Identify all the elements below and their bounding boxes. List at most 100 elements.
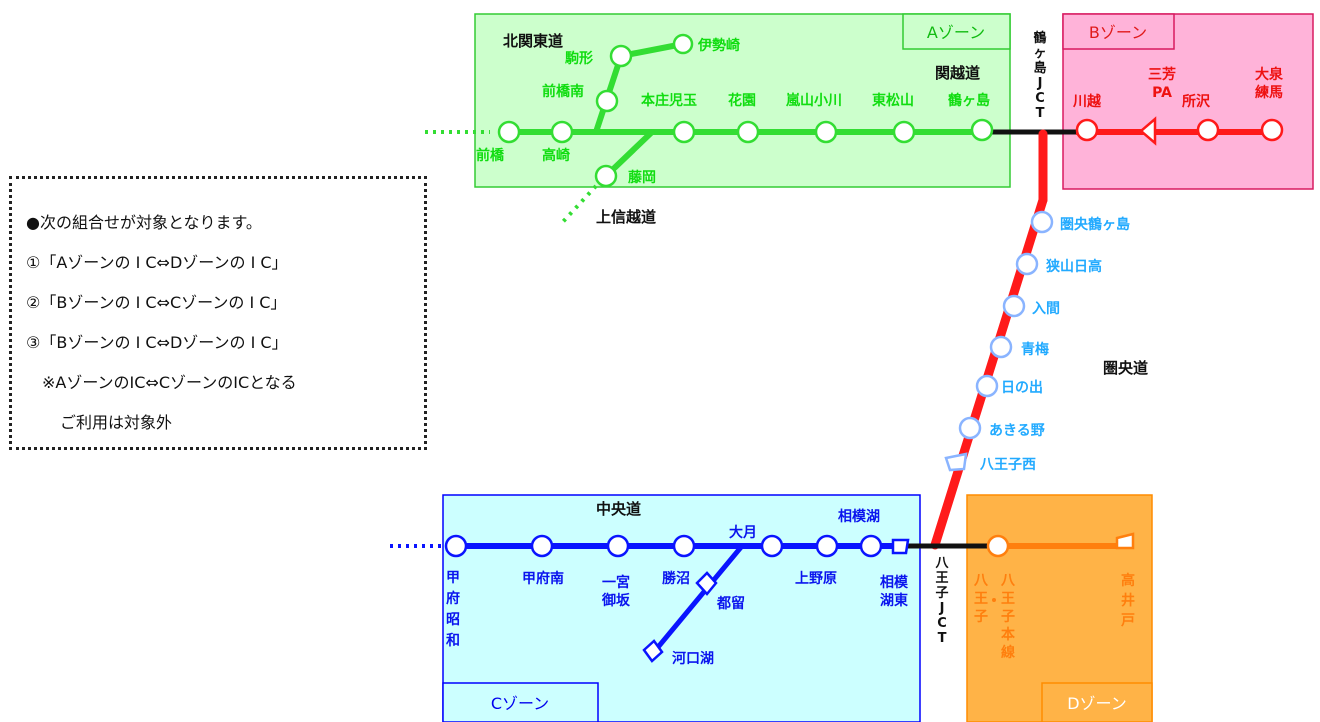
ic-ome-marker[interactable]: [989, 335, 1013, 359]
road-label-joshinetsu: 上信越道: [596, 208, 656, 226]
ic-oizumi-marker[interactable]: [1260, 118, 1284, 142]
zone-c-label: Cゾーン: [491, 694, 549, 713]
ic-maebashi-marker[interactable]: [497, 120, 521, 144]
label-takasaki: 高崎: [542, 147, 570, 164]
label-sagamiko-higashi: 相模湖東: [880, 574, 909, 609]
notes-item-2: ②「Bゾーンの I C⇔Cゾーンの I C」: [26, 293, 287, 312]
ic-sagamiko-higashi-marker[interactable]: [891, 538, 910, 555]
label-kofu-minami: 甲府南: [522, 570, 564, 587]
zone-b-label-box: [1062, 13, 1175, 50]
label-uenohara: 上野原: [795, 571, 837, 587]
notes-item-3: ③「Bゾーンの I C⇔Dゾーンの I C」: [26, 333, 288, 352]
ic-fujioka-marker[interactable]: [594, 164, 618, 188]
ic-markers-green: [497, 33, 994, 188]
ic-iruma-marker[interactable]: [1002, 294, 1026, 318]
ic-tsuru-marker[interactable]: [695, 571, 718, 596]
label-kenou-tsurugashima: 圏央鶴ヶ島: [1060, 216, 1130, 233]
ic-sayama-hidaka-marker[interactable]: [1015, 252, 1039, 276]
ic-takasaki-marker[interactable]: [550, 120, 574, 144]
ic-hinode-marker[interactable]: [975, 374, 999, 398]
label-otsuki: 大月: [729, 524, 757, 541]
road-label-kanetsu: 関越道: [935, 64, 980, 82]
label-komagata: 駒形: [565, 50, 593, 67]
notes-title: ●次の組合せが対象となります。: [26, 213, 262, 232]
ic-hachioji-nishi-marker[interactable]: [944, 452, 968, 472]
road-label-chuo: 中央道: [596, 500, 641, 518]
ic-takaido-marker[interactable]: [1115, 532, 1135, 550]
label-ome: 青梅: [1021, 341, 1049, 358]
road-label-kita-kanto: 北関東道: [503, 32, 563, 50]
ic-miyoshi-pa-marker[interactable]: [1139, 116, 1157, 146]
ic-tsurugashima-marker[interactable]: [970, 118, 994, 142]
label-maebashi: 前橋: [476, 147, 505, 164]
label-hachioji: 八王子: [973, 573, 989, 625]
ic-kawaguchiko-marker[interactable]: [642, 639, 664, 663]
label-takaido: 高井戸: [1121, 572, 1135, 629]
zone-a-label: Aゾーン: [927, 23, 985, 42]
fujigoko-road: [652, 544, 744, 654]
ic-tokorozawa-marker[interactable]: [1196, 118, 1220, 142]
label-kofu-showa: 甲府昭和: [446, 570, 460, 649]
notes-item-1: ①「Aゾーンの I C⇔Dゾーンの I C」: [26, 253, 288, 272]
label-iruma: 入間: [1032, 301, 1060, 317]
ic-otsuki-marker[interactable]: [760, 534, 784, 558]
separator-dot: [992, 598, 996, 602]
label-hachioji-honsen: 八王子本線: [1000, 573, 1016, 661]
label-maebashi-minami: 前橋南: [542, 83, 584, 100]
label-sayama-hidaka: 狭山日高: [1045, 258, 1102, 275]
ic-markers-orange: [986, 532, 1135, 558]
label-sagamiko: 相模湖: [838, 508, 880, 525]
ic-markers-blue: [444, 534, 910, 663]
label-tokorozawa: 所沢: [1182, 93, 1211, 110]
ic-akiruno-marker[interactable]: [958, 416, 982, 440]
label-kawagoe: 川越: [1072, 93, 1102, 110]
ic-komagata-marker[interactable]: [609, 44, 633, 68]
ic-uenohara-marker[interactable]: [815, 534, 839, 558]
label-fujioka: 藤岡: [628, 169, 656, 186]
ic-kenou-tsurugashima-marker[interactable]: [1030, 210, 1054, 234]
ic-honjo-kodama-marker[interactable]: [672, 120, 696, 144]
zone-b-area: [1062, 13, 1314, 190]
ic-maebashi-minami-marker[interactable]: [595, 89, 619, 113]
ic-katsunuma-marker[interactable]: [672, 534, 696, 558]
label-katsunuma: 勝沼: [662, 570, 690, 587]
zone-d-label-box: [1041, 682, 1153, 722]
label-hinode: 日の出: [1001, 379, 1043, 396]
ic-higashi-matsuyama-marker[interactable]: [892, 120, 916, 144]
ic-kawagoe-marker[interactable]: [1075, 118, 1099, 142]
label-ichinomiya-misaka: 一宮御坂: [601, 574, 631, 609]
ic-markers-cyan: [944, 210, 1054, 472]
ic-sagamiko-marker[interactable]: [859, 534, 883, 558]
label-ranzan-ogawa: 嵐山小川: [785, 93, 842, 109]
notes-exclusion-1: ※AゾーンのIC⇔CゾーンのICとなる: [42, 373, 297, 392]
label-tsurugashima: 鶴ヶ島: [948, 92, 990, 109]
label-tsuru: 都留: [716, 595, 745, 612]
label-hachioji-nishi: 八王子西: [979, 457, 1036, 473]
ic-ranzan-ogawa-marker[interactable]: [814, 120, 838, 144]
label-kawaguchiko: 河口湖: [672, 650, 714, 667]
zone-c-label-box: [442, 682, 599, 722]
label-akiruno: あきる野: [989, 423, 1045, 439]
notes-box: ●次の組合せが対象となります。 ①「Aゾーンの I C⇔Dゾーンの I C」 ②…: [9, 176, 427, 450]
ic-kofu-minami-marker[interactable]: [530, 534, 554, 558]
notes-exclusion-2: ご利用は対象外: [60, 413, 173, 432]
label-oizumi-nerima: 大泉練馬: [1255, 66, 1284, 101]
ic-isesaki-marker[interactable]: [672, 33, 694, 55]
ic-markers-red: [1075, 116, 1284, 146]
road-label-kenodo: 圏央道: [1103, 359, 1148, 377]
ic-hanazono-marker[interactable]: [736, 120, 760, 144]
label-honjo-kodama: 本庄児玉: [641, 92, 697, 109]
zone-a-label-box: [902, 13, 1011, 50]
kenodo-road: [930, 129, 1048, 550]
ic-ichinomiya-marker[interactable]: [606, 534, 630, 558]
ic-kofu-showa-marker[interactable]: [444, 534, 468, 558]
label-higashi-matsuyama: 東松山: [872, 92, 914, 109]
label-hanazono: 花園: [728, 92, 756, 109]
ic-hachioji-marker[interactable]: [986, 534, 1010, 558]
zone-b-label: Bゾーン: [1089, 23, 1147, 42]
joshinetsu-dotted: [558, 184, 598, 227]
